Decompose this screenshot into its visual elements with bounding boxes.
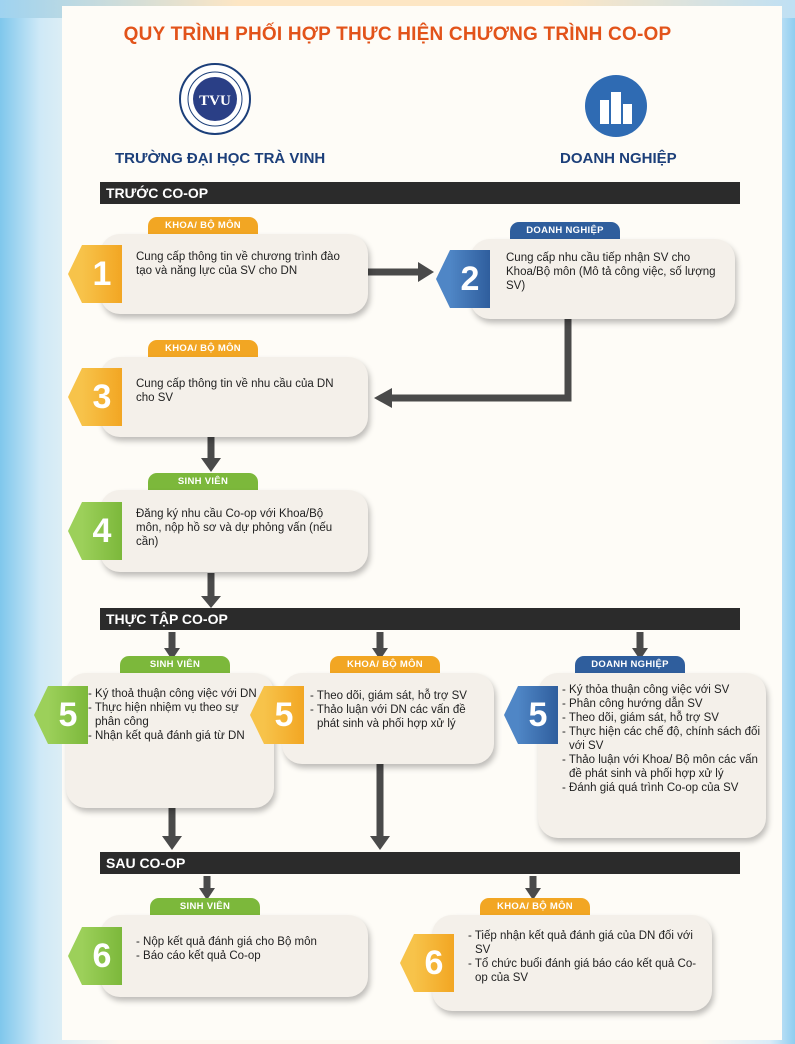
step-3-text: Cung cấp thông tin về nhu cầu của DN cho… xyxy=(136,378,334,404)
step-5a-tag: SINH VIÊN xyxy=(120,656,230,673)
step-2-text: Cung cấp nhu cầu tiếp nhận SV cho Khoa/B… xyxy=(506,252,716,292)
section-after-coop: SAU CO-OP xyxy=(100,852,740,874)
section-before-coop: TRƯỚC CO-OP xyxy=(100,182,740,204)
logo-text: TVU xyxy=(199,93,231,109)
step-2-tag: DOANH NGHIỆP xyxy=(510,222,620,239)
step-4-tag: SINH VIÊN xyxy=(148,473,258,490)
list-item: Ký thỏa thuận công việc với SV xyxy=(562,683,762,697)
step-4-box: Đăng ký nhu cầu Co-op với Khoa/Bộ môn, n… xyxy=(100,490,368,572)
step-3-number: 3 xyxy=(68,368,122,426)
tvu-logo-icon: TVU xyxy=(179,63,251,135)
step-6b-box: Tiếp nhận kết quả đánh giá của DN đối vớ… xyxy=(432,915,712,1011)
step-5a-list: Ký thoả thuận công việc với DN Thực hiện… xyxy=(88,687,264,743)
step-6a-tag: SINH VIÊN xyxy=(150,898,260,915)
step-5c-box: Ký thỏa thuận công việc với SV Phân công… xyxy=(538,673,766,838)
step-1-number: 1 xyxy=(68,245,122,303)
step-5c-number: 5 xyxy=(504,686,558,744)
step-6a-box: Nộp kết quả đánh giá cho Bộ môn Báo cáo … xyxy=(100,915,368,997)
step-1-tag: KHOA/ BỘ MÔN xyxy=(148,217,258,234)
list-item: Ký thoả thuận công việc với DN xyxy=(88,687,264,701)
list-item: Nhận kết quả đánh giá từ DN xyxy=(88,729,264,743)
list-item: Thảo luận với Khoa/ Bộ môn các vấn đề ph… xyxy=(562,753,762,781)
list-item: Thực hiện nhiệm vụ theo sự phân công xyxy=(88,701,264,729)
step-6a-list: Nộp kết quả đánh giá cho Bộ môn Báo cáo … xyxy=(136,935,356,963)
list-item: Phân công hướng dẫn SV xyxy=(562,697,762,711)
step-6b-list: Tiếp nhận kết quả đánh giá của DN đối vớ… xyxy=(468,929,700,985)
list-item: Theo dõi, giám sát, hỗ trợ SV xyxy=(310,689,486,703)
step-3-tag: KHOA/ BỘ MÔN xyxy=(148,340,258,357)
step-2-number: 2 xyxy=(436,250,490,308)
step-5b-box: Theo dõi, giám sát, hỗ trợ SV Thảo luận … xyxy=(282,673,494,764)
step-3-box: Cung cấp thông tin về nhu cầu của DN cho… xyxy=(100,357,368,437)
step-1-text: Cung cấp thông tin về chương trình đào t… xyxy=(136,251,340,277)
step-5c-tag: DOANH NGHIỆP xyxy=(575,656,685,673)
step-5c-list: Ký thỏa thuận công việc với SV Phân công… xyxy=(562,683,762,795)
step-1-box: Cung cấp thông tin về chương trình đào t… xyxy=(100,234,368,314)
page-title: QUY TRÌNH PHỐI HỢP THỰC HIỆN CHƯƠNG TRÌN… xyxy=(123,24,672,45)
party-university: TRƯỜNG ĐẠI HỌC TRÀ VINH xyxy=(115,150,326,167)
list-item: Tổ chức buổi đánh giá báo cáo kết quả Co… xyxy=(468,957,700,985)
step-2-box: Cung cấp nhu cầu tiếp nhận SV cho Khoa/B… xyxy=(470,239,735,319)
list-item: Tiếp nhận kết quả đánh giá của DN đối vớ… xyxy=(468,929,700,957)
step-6b-number: 6 xyxy=(400,934,454,992)
business-building-icon xyxy=(585,75,647,137)
list-item: Thảo luận với DN các vấn đề phát sinh và… xyxy=(310,703,486,731)
step-5a-number: 5 xyxy=(34,686,88,744)
step-6a-number: 6 xyxy=(68,927,122,985)
section-during-coop: THỰC TẬP CO-OP xyxy=(100,608,740,630)
step-4-text: Đăng ký nhu cầu Co-op với Khoa/Bộ môn, n… xyxy=(136,508,333,548)
step-5b-tag: KHOA/ BỘ MÔN xyxy=(330,656,440,673)
step-6b-tag: KHOA/ BỘ MÔN xyxy=(480,898,590,915)
list-item: Báo cáo kết quả Co-op xyxy=(136,949,356,963)
list-item: Đánh giá quá trình Co-op của SV xyxy=(562,781,762,795)
step-5b-list: Theo dõi, giám sát, hỗ trợ SV Thảo luận … xyxy=(310,689,486,731)
list-item: Thực hiện các chế độ, chính sách đối với… xyxy=(562,725,762,753)
arrow-2-to-3 xyxy=(392,318,572,402)
party-business: DOANH NGHIỆP xyxy=(560,150,677,167)
list-item: Theo dõi, giám sát, hỗ trợ SV xyxy=(562,711,762,725)
list-item: Nộp kết quả đánh giá cho Bộ môn xyxy=(136,935,356,949)
step-5a-box: Ký thoả thuận công việc với DN Thực hiện… xyxy=(66,673,274,808)
step-5b-number: 5 xyxy=(250,686,304,744)
step-4-number: 4 xyxy=(68,502,122,560)
